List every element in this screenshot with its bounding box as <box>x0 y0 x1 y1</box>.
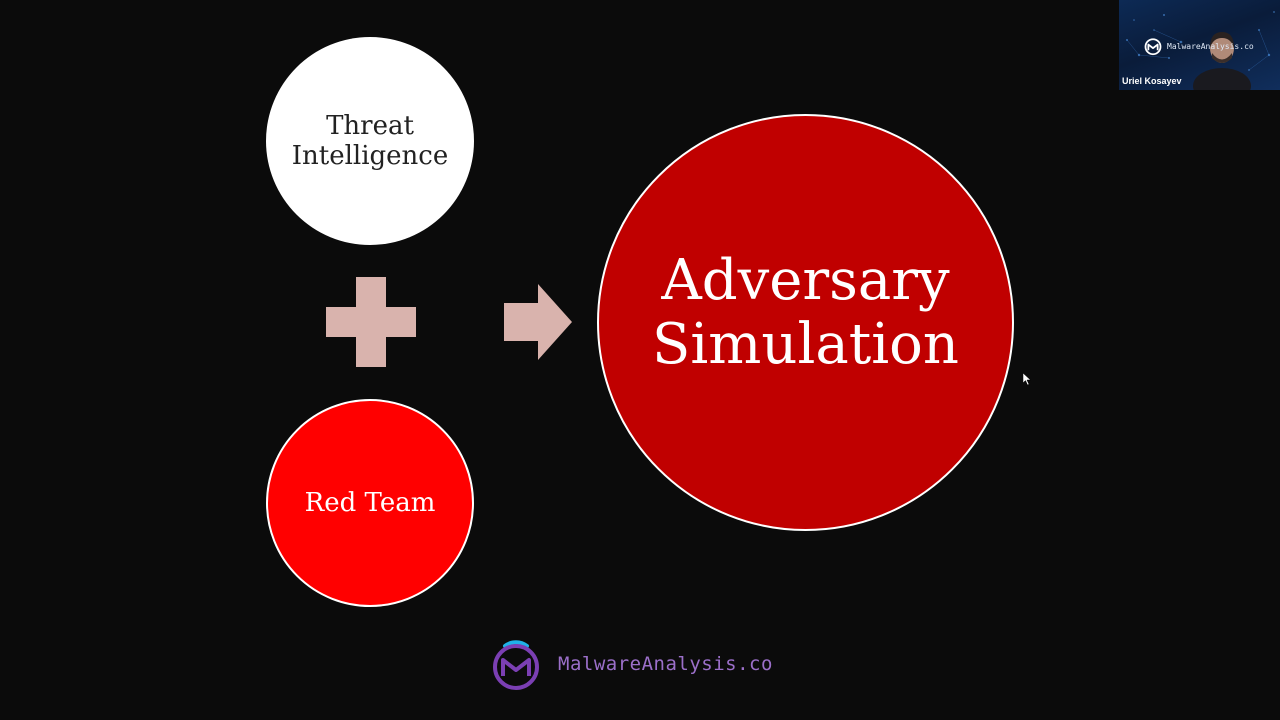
footer-brand-text: MalwareAnalysis.co <box>558 653 773 675</box>
malwareanalysis-logo-icon <box>1144 38 1162 56</box>
participant-name: Uriel Kosayev <box>1122 76 1182 86</box>
mouse-pointer-icon <box>1023 373 1031 385</box>
adversary-circle-line1: Adversary <box>661 247 950 313</box>
network-background-pattern <box>1126 11 1275 71</box>
threat-circle-line2: Intelligence <box>291 141 449 171</box>
participant-silhouette <box>1193 32 1251 90</box>
threat-intelligence-circle: Threat Intelligence <box>266 37 474 245</box>
plus-icon <box>326 277 416 367</box>
threat-circle-line1: Threat <box>326 111 414 141</box>
webcam-overlay-brand: MalwareAnalysis.co <box>1143 36 1254 56</box>
red-team-circle: Red Team <box>266 399 474 607</box>
malwareanalysis-logo-icon <box>493 640 539 690</box>
arrow-right-icon <box>504 284 572 360</box>
footer-brand: MalwareAnalysis.co <box>488 636 773 692</box>
webcam-brand-text: MalwareAnalysis.co <box>1167 41 1254 51</box>
webcam-video-tile[interactable]: MalwareAnalysis.co Uriel Kosayev <box>1119 0 1280 90</box>
adversary-circle-line2: Simulation <box>652 311 959 377</box>
adversary-simulation-circle: Adversary Simulation <box>597 114 1014 531</box>
red-team-label: Red Team <box>304 488 436 518</box>
